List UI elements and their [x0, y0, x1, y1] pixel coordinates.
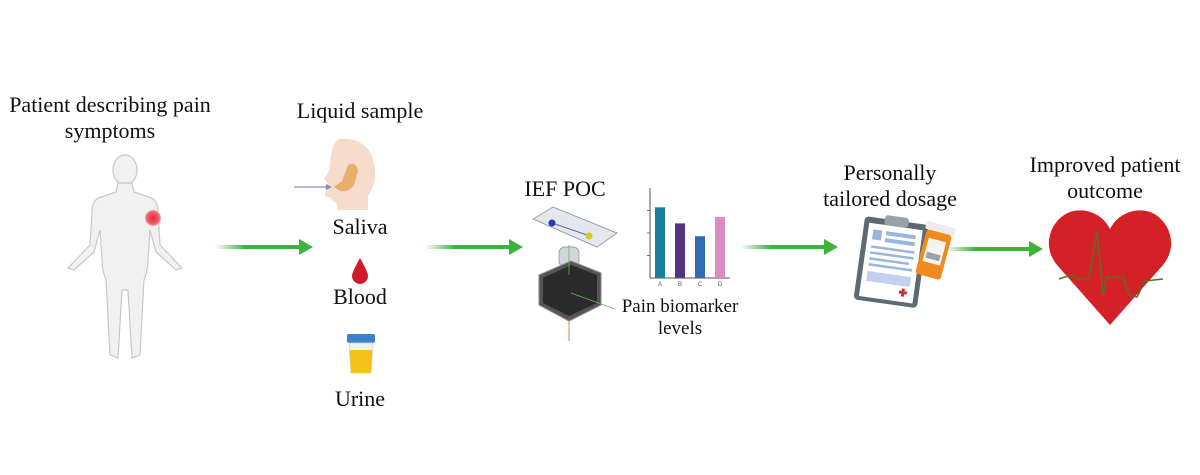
bar-A [655, 207, 665, 278]
biomarker-title: Pain biomarker levels [620, 296, 740, 340]
biomarker-title-line2: levels [657, 318, 703, 339]
heart-ecg-icon [1048, 210, 1172, 325]
sample-label-urine: Urine [334, 386, 386, 411]
clipboard-prescription-icon [853, 215, 956, 308]
patient-title-line2: symptoms [64, 118, 156, 143]
ecg-line [1058, 230, 1164, 298]
bar-B [675, 223, 685, 278]
biomarker-bar-chart: A B C D [647, 188, 730, 288]
x-tick-label: D [718, 282, 723, 288]
sample-title: Liquid sample [296, 98, 424, 123]
x-tick-label: B [678, 282, 682, 288]
bar-D [715, 216, 725, 278]
outcome-title-line1: Improved patient [1029, 152, 1181, 177]
device-title: IEF POC [524, 176, 606, 201]
sample-label-saliva: Saliva [332, 214, 388, 239]
x-tick-label: C [698, 282, 703, 288]
patient-title: Patient describing pain symptoms [0, 92, 220, 144]
blood-drop-icon [352, 258, 368, 284]
flow-arrow-2 [425, 239, 523, 255]
flow-arrow-3 [740, 239, 838, 255]
head-saliva-icon [294, 138, 376, 210]
human-body-icon [66, 154, 184, 359]
sample-label-blood: Blood [333, 284, 387, 309]
outcome-title-line2: outcome [1067, 178, 1143, 203]
urine-cup-icon [347, 334, 375, 374]
biomarker-title-line1: Pain biomarker [621, 296, 739, 317]
pain-spot [145, 210, 161, 226]
x-tick-label: A [658, 282, 662, 288]
ief-poc-device-icon [531, 206, 619, 341]
dosage-title: Personally tailored dosage [810, 160, 970, 212]
patient-title-line1: Patient describing pain [9, 92, 211, 117]
flow-arrow-4 [945, 241, 1043, 257]
bar-C [695, 236, 705, 278]
flow-arrow-1 [215, 239, 313, 255]
dosage-title-line1: Personally [843, 160, 937, 185]
dosage-title-line2: tailored dosage [823, 186, 957, 211]
heart-shape [1048, 210, 1172, 325]
outcome-title: Improved patient outcome [1015, 152, 1195, 204]
